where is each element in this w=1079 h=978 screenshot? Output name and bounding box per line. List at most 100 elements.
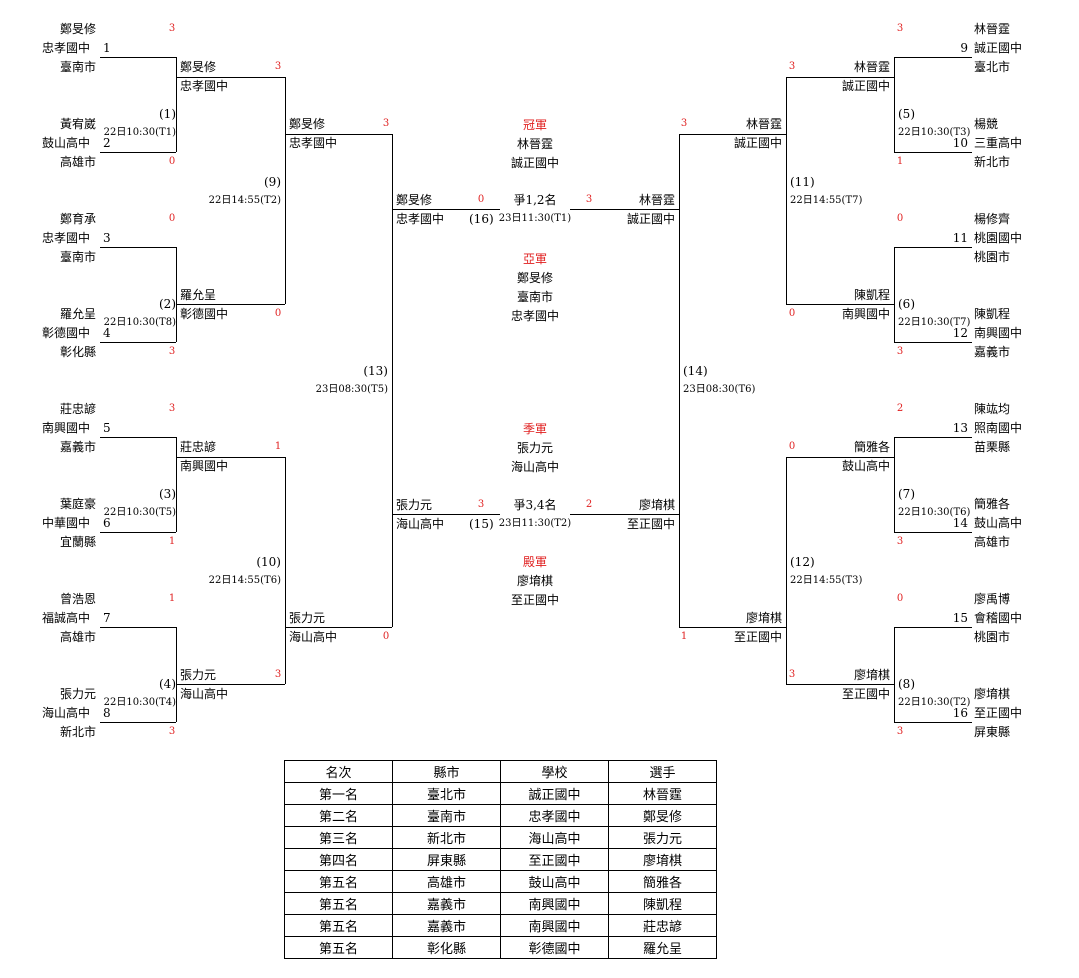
final-right-score: 3 — [585, 194, 593, 205]
bracket-line — [176, 57, 177, 152]
table-row: 第三名新北市海山高中張力元 — [284, 826, 717, 849]
cell-rank: 第四名 — [284, 848, 393, 871]
bracket-line — [176, 247, 177, 342]
winner-school: 至正國中 — [733, 630, 782, 644]
award-name: 林晉霆 — [516, 137, 553, 151]
seed-score: 0 — [168, 213, 176, 224]
winner-score: 3 — [274, 669, 282, 680]
winner-school: 忠孝國中 — [289, 136, 338, 150]
seed-city: 苗栗縣 — [974, 440, 1011, 454]
seed-number: 2 — [103, 136, 111, 150]
cell-school: 忠孝國中 — [500, 804, 609, 827]
seed-city: 屏東縣 — [974, 725, 1011, 739]
bracket-line — [100, 627, 176, 628]
bracket-line — [176, 304, 285, 305]
cell-city: 臺北市 — [392, 782, 501, 805]
seed-school: 忠孝國中 — [42, 231, 91, 245]
bracket-line — [100, 532, 176, 533]
winner-score: 0 — [274, 308, 282, 319]
seed-player-name: 羅允呈 — [59, 307, 96, 321]
match-time: 22日10:30(T4) — [103, 697, 176, 708]
seed-city: 高雄市 — [59, 630, 96, 644]
winner-score: 3 — [382, 118, 390, 129]
cell-city: 嘉義市 — [392, 892, 501, 915]
award-title: 冠軍 — [522, 118, 547, 132]
winner-school: 彰德國中 — [180, 307, 229, 321]
bracket-line — [894, 532, 972, 533]
bracket-line — [570, 514, 679, 515]
match-time: 22日10:30(T7) — [898, 317, 971, 328]
seed-number: 1 — [103, 41, 111, 55]
seed-city: 嘉義市 — [974, 345, 1011, 359]
seed-number: 8 — [103, 706, 111, 720]
seed-school: 桃園國中 — [974, 231, 1023, 245]
seed-score: 1 — [168, 593, 176, 604]
results-table: 名次 縣市 學校 選手 第一名臺北市誠正國中林晉霆 第二名臺南市忠孝國中鄭旻修 … — [284, 760, 717, 959]
seed-score: 3 — [168, 403, 176, 414]
winner-name: 簡雅各 — [853, 440, 890, 454]
table-row: 第一名臺北市誠正國中林晉霆 — [284, 782, 717, 805]
award-name: 張力元 — [516, 441, 553, 455]
cell-city: 新北市 — [392, 826, 501, 849]
winner-school: 誠正國中 — [841, 79, 890, 93]
cell-school: 南興國中 — [500, 892, 609, 915]
bracket-line — [894, 247, 895, 342]
match-time: 22日14:55(T6) — [208, 575, 281, 586]
bracket-line — [285, 134, 392, 135]
final-left-school: 忠孝國中 — [396, 212, 445, 226]
cell-rank: 第五名 — [284, 936, 393, 959]
final-right-name: 林晉霆 — [638, 193, 675, 207]
winner-score: 3 — [788, 669, 796, 680]
final-right-school: 至正國中 — [626, 517, 675, 531]
seed-score: 3 — [896, 536, 904, 547]
cell-rank: 第五名 — [284, 914, 393, 937]
match-label: (7) — [898, 487, 915, 501]
seed-city: 臺北市 — [974, 60, 1011, 74]
header-rank: 名次 — [284, 760, 393, 783]
table-header-row: 名次 縣市 學校 選手 — [284, 760, 717, 783]
bracket-line — [100, 152, 176, 153]
final-left-name: 張力元 — [396, 498, 433, 512]
final-time: 23日11:30(T1) — [498, 213, 572, 224]
award-school: 忠孝國中 — [510, 309, 559, 323]
cell-player: 陳凱程 — [608, 892, 717, 915]
cell-city: 彰化縣 — [392, 936, 501, 959]
match-label: (2) — [159, 297, 176, 311]
seed-player-name: 陳竑均 — [974, 402, 1011, 416]
seed-city: 宜蘭縣 — [59, 535, 96, 549]
seed-score: 1 — [896, 156, 904, 167]
final-title: 爭1,2名 — [513, 193, 557, 207]
award-title: 殿軍 — [522, 555, 547, 569]
winner-score: 3 — [788, 61, 796, 72]
cell-player: 羅允呈 — [608, 936, 717, 959]
seed-score: 0 — [168, 156, 176, 167]
winner-score: 1 — [680, 631, 688, 642]
winner-school: 至正國中 — [841, 687, 890, 701]
bracket-line — [679, 134, 680, 627]
bracket-line — [894, 722, 972, 723]
bracket-line — [392, 209, 500, 210]
seed-player-name: 張力元 — [59, 687, 96, 701]
seed-number: 7 — [103, 611, 111, 625]
bracket-line — [894, 627, 972, 628]
table-row: 第四名屏東縣至正國中廖堉棋 — [284, 848, 717, 871]
final-right-school: 誠正國中 — [626, 212, 675, 226]
award-title: 季軍 — [522, 422, 547, 436]
award-city: 臺南市 — [516, 290, 553, 304]
bracket-line — [392, 514, 500, 515]
seed-school: 南興國中 — [42, 421, 91, 435]
cell-player: 張力元 — [608, 826, 717, 849]
seed-city: 桃園市 — [974, 630, 1011, 644]
seed-school: 彰德國中 — [42, 326, 91, 340]
seed-school: 南興國中 — [974, 326, 1023, 340]
bracket-line — [786, 77, 787, 304]
seed-score: 0 — [896, 213, 904, 224]
award-name: 廖堉棋 — [516, 574, 553, 588]
seed-city: 臺南市 — [59, 60, 96, 74]
seed-city: 彰化縣 — [59, 345, 96, 359]
seed-city: 嘉義市 — [59, 440, 96, 454]
winner-score: 3 — [680, 118, 688, 129]
winner-name: 鄭旻修 — [289, 117, 326, 131]
winner-name: 林晉霆 — [853, 60, 890, 74]
winner-score: 1 — [274, 441, 282, 452]
